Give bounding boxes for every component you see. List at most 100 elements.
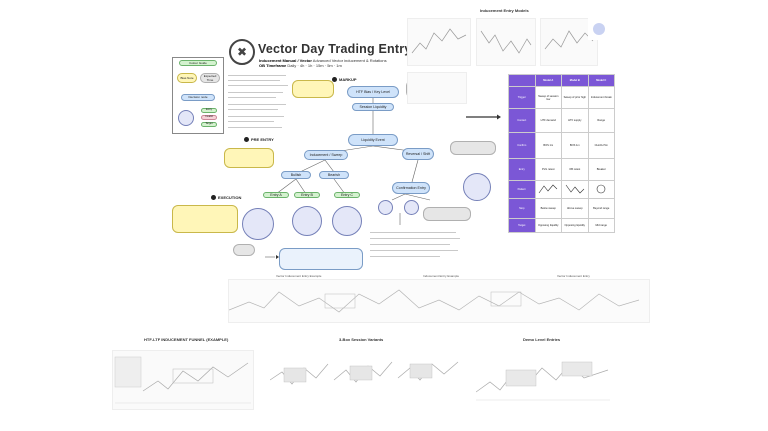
node-entry-b: Entry B xyxy=(294,192,320,198)
note-pre-entry xyxy=(224,148,274,168)
model-thumbnail-1 xyxy=(407,18,471,66)
header-line-2: OB Timeframe Daily · 4h · 1h · 15m · 5m … xyxy=(259,63,342,68)
circle-target xyxy=(463,173,491,201)
table-row: Pattern xyxy=(508,180,615,199)
table-header: Model A xyxy=(534,74,562,87)
node-session: Session Liquidity xyxy=(352,103,394,111)
note-small xyxy=(233,244,255,256)
node-bearish: Bearish xyxy=(319,171,349,179)
legend-sub-target: Target xyxy=(201,122,217,127)
pattern-range-icon xyxy=(587,180,615,199)
caption-row1-1: Vector Inducement Entry Example xyxy=(276,274,322,278)
note-reversal xyxy=(450,141,496,155)
price-chart-strip xyxy=(228,279,650,323)
session-variants-chart xyxy=(269,350,460,398)
section-execution: EXECUTION xyxy=(211,195,241,200)
funnel-chart xyxy=(112,350,254,410)
circle-small-2 xyxy=(404,200,419,215)
legend-circle xyxy=(178,110,194,126)
table-cell: Confirm xyxy=(508,132,536,159)
legend-sub-entry: Entry xyxy=(201,108,217,113)
node-reversal: Reversal / Shift xyxy=(402,148,434,160)
legend-sub-invalid: Invalid xyxy=(201,115,217,120)
caption-row1-3: Vector Inducement Entry xyxy=(557,274,590,278)
node-liquidity-event: Liquidity Event xyxy=(348,134,398,146)
logo-icon: ✖ xyxy=(229,39,255,65)
section-pre-entry: PRE ENTRY xyxy=(244,137,274,142)
model-thumbnail-icon xyxy=(588,18,610,40)
note-summary xyxy=(279,248,363,270)
node-confirm: Confirmation Entry xyxy=(392,182,430,194)
session-variants-title: 3-Box Session Variants xyxy=(339,337,384,342)
table-cell: Inducement break xyxy=(587,86,615,109)
pattern-down-icon xyxy=(561,180,589,199)
table-cell: OB retest xyxy=(561,158,589,181)
legend-item-time: Expected Time xyxy=(200,73,220,83)
table-cell: CHoCH 5m xyxy=(587,132,615,159)
table-header-row: Model A Model B Model C xyxy=(508,74,615,87)
execution-dot-icon xyxy=(211,195,216,200)
node-htf-bias: HTF Bias / Key Level xyxy=(347,86,399,98)
circle-small-1 xyxy=(378,200,393,215)
table-cell: Target xyxy=(508,218,536,233)
table-cell: FVG retest xyxy=(534,158,562,181)
note-confirm xyxy=(423,207,471,221)
table-cell: BOS 1m xyxy=(534,132,562,159)
table-header: Model B xyxy=(561,74,589,87)
circle-model-a xyxy=(242,208,274,240)
table-cell: Opposing liquidity xyxy=(561,218,589,233)
table-cell: Range xyxy=(587,108,615,133)
table-cell: Stop xyxy=(508,198,536,219)
pattern-up-icon xyxy=(534,180,562,199)
right-panel-title: Inducement Entry Models xyxy=(480,8,529,13)
table-cell: HTF supply xyxy=(561,108,589,133)
legend-title: Colour Guide xyxy=(179,60,217,66)
model-notes xyxy=(407,72,467,104)
table-cell: HTF demand xyxy=(534,108,562,133)
node-inducement: Inducement / Sweep xyxy=(304,150,348,160)
section-markup: MARKUP xyxy=(332,77,357,82)
node-bullish: Bullish xyxy=(281,171,311,179)
table-cell: Pattern xyxy=(508,180,536,199)
table-cell: BOS 1m xyxy=(561,132,589,159)
table-cell: Above sweep xyxy=(561,198,589,219)
node-entry-c: Entry C xyxy=(334,192,360,198)
note-execution xyxy=(172,205,238,233)
node-entry-a: Entry A xyxy=(263,192,289,198)
table-cell: Mid range xyxy=(587,218,615,233)
funnel-title: HTF-LTF INDUCEMENT FUNNEL (EXAMPLE) xyxy=(144,337,229,342)
model-thumbnail-2 xyxy=(476,18,536,66)
table-cell: Breaker xyxy=(587,158,615,181)
caption-row1-2: Inducement Entry Example xyxy=(423,274,460,278)
table-cell: Entry xyxy=(508,158,536,181)
legend-item-bias: Bias Note xyxy=(177,73,197,83)
circle-model-b xyxy=(292,206,322,236)
table-cell: Beyond range xyxy=(587,198,615,219)
table-header xyxy=(508,74,536,87)
table-header: Model C xyxy=(587,74,615,87)
table-cell: Opposing liquidity xyxy=(534,218,562,233)
table-cell: Context xyxy=(508,108,536,133)
note-bias xyxy=(292,80,334,98)
markup-dot-icon xyxy=(332,77,337,82)
legend-item-decision: Decision node xyxy=(181,94,215,101)
demo-levels-title: Demo Level Entries xyxy=(523,337,561,342)
arrow-right-icon xyxy=(497,114,501,120)
table-cell: Below sweep xyxy=(534,198,562,219)
table-cell: Sweep of session low xyxy=(534,86,562,109)
colour-guide: Colour Guide Bias Note Expected Time Dec… xyxy=(172,57,224,134)
header-line-1: Inducement Manual / Vector Advanced Vect… xyxy=(259,58,387,63)
pre-entry-dot-icon xyxy=(244,137,249,142)
table-cell: Sweep of prior high xyxy=(561,86,589,109)
table-cell: Trigger xyxy=(508,86,536,109)
demo-levels-chart xyxy=(475,352,610,406)
circle-model-c xyxy=(332,206,362,236)
